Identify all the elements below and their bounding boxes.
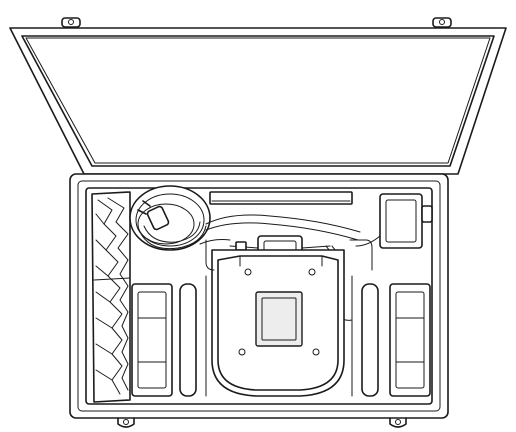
- cable-run: [199, 214, 361, 245]
- power-plug: [137, 200, 170, 231]
- foam-channel: [205, 239, 373, 271]
- lid-latch-right: [432, 17, 452, 28]
- case-foot-left: [117, 417, 135, 428]
- power-adapter: [355, 193, 433, 249]
- case-lid: [9, 27, 507, 175]
- left-pleated-item: [91, 191, 131, 403]
- left-rectangular-part: [131, 283, 173, 397]
- lid-latch-left: [61, 17, 81, 28]
- right-slot: [361, 283, 379, 397]
- long-flat-bar: [209, 191, 353, 205]
- foam-dividers: [205, 275, 353, 397]
- case-foot-right: [389, 417, 407, 428]
- base-plate: [217, 255, 339, 391]
- right-rectangular-part: [389, 283, 431, 397]
- left-slot: [179, 283, 197, 397]
- coiled-power-cable: [129, 185, 211, 251]
